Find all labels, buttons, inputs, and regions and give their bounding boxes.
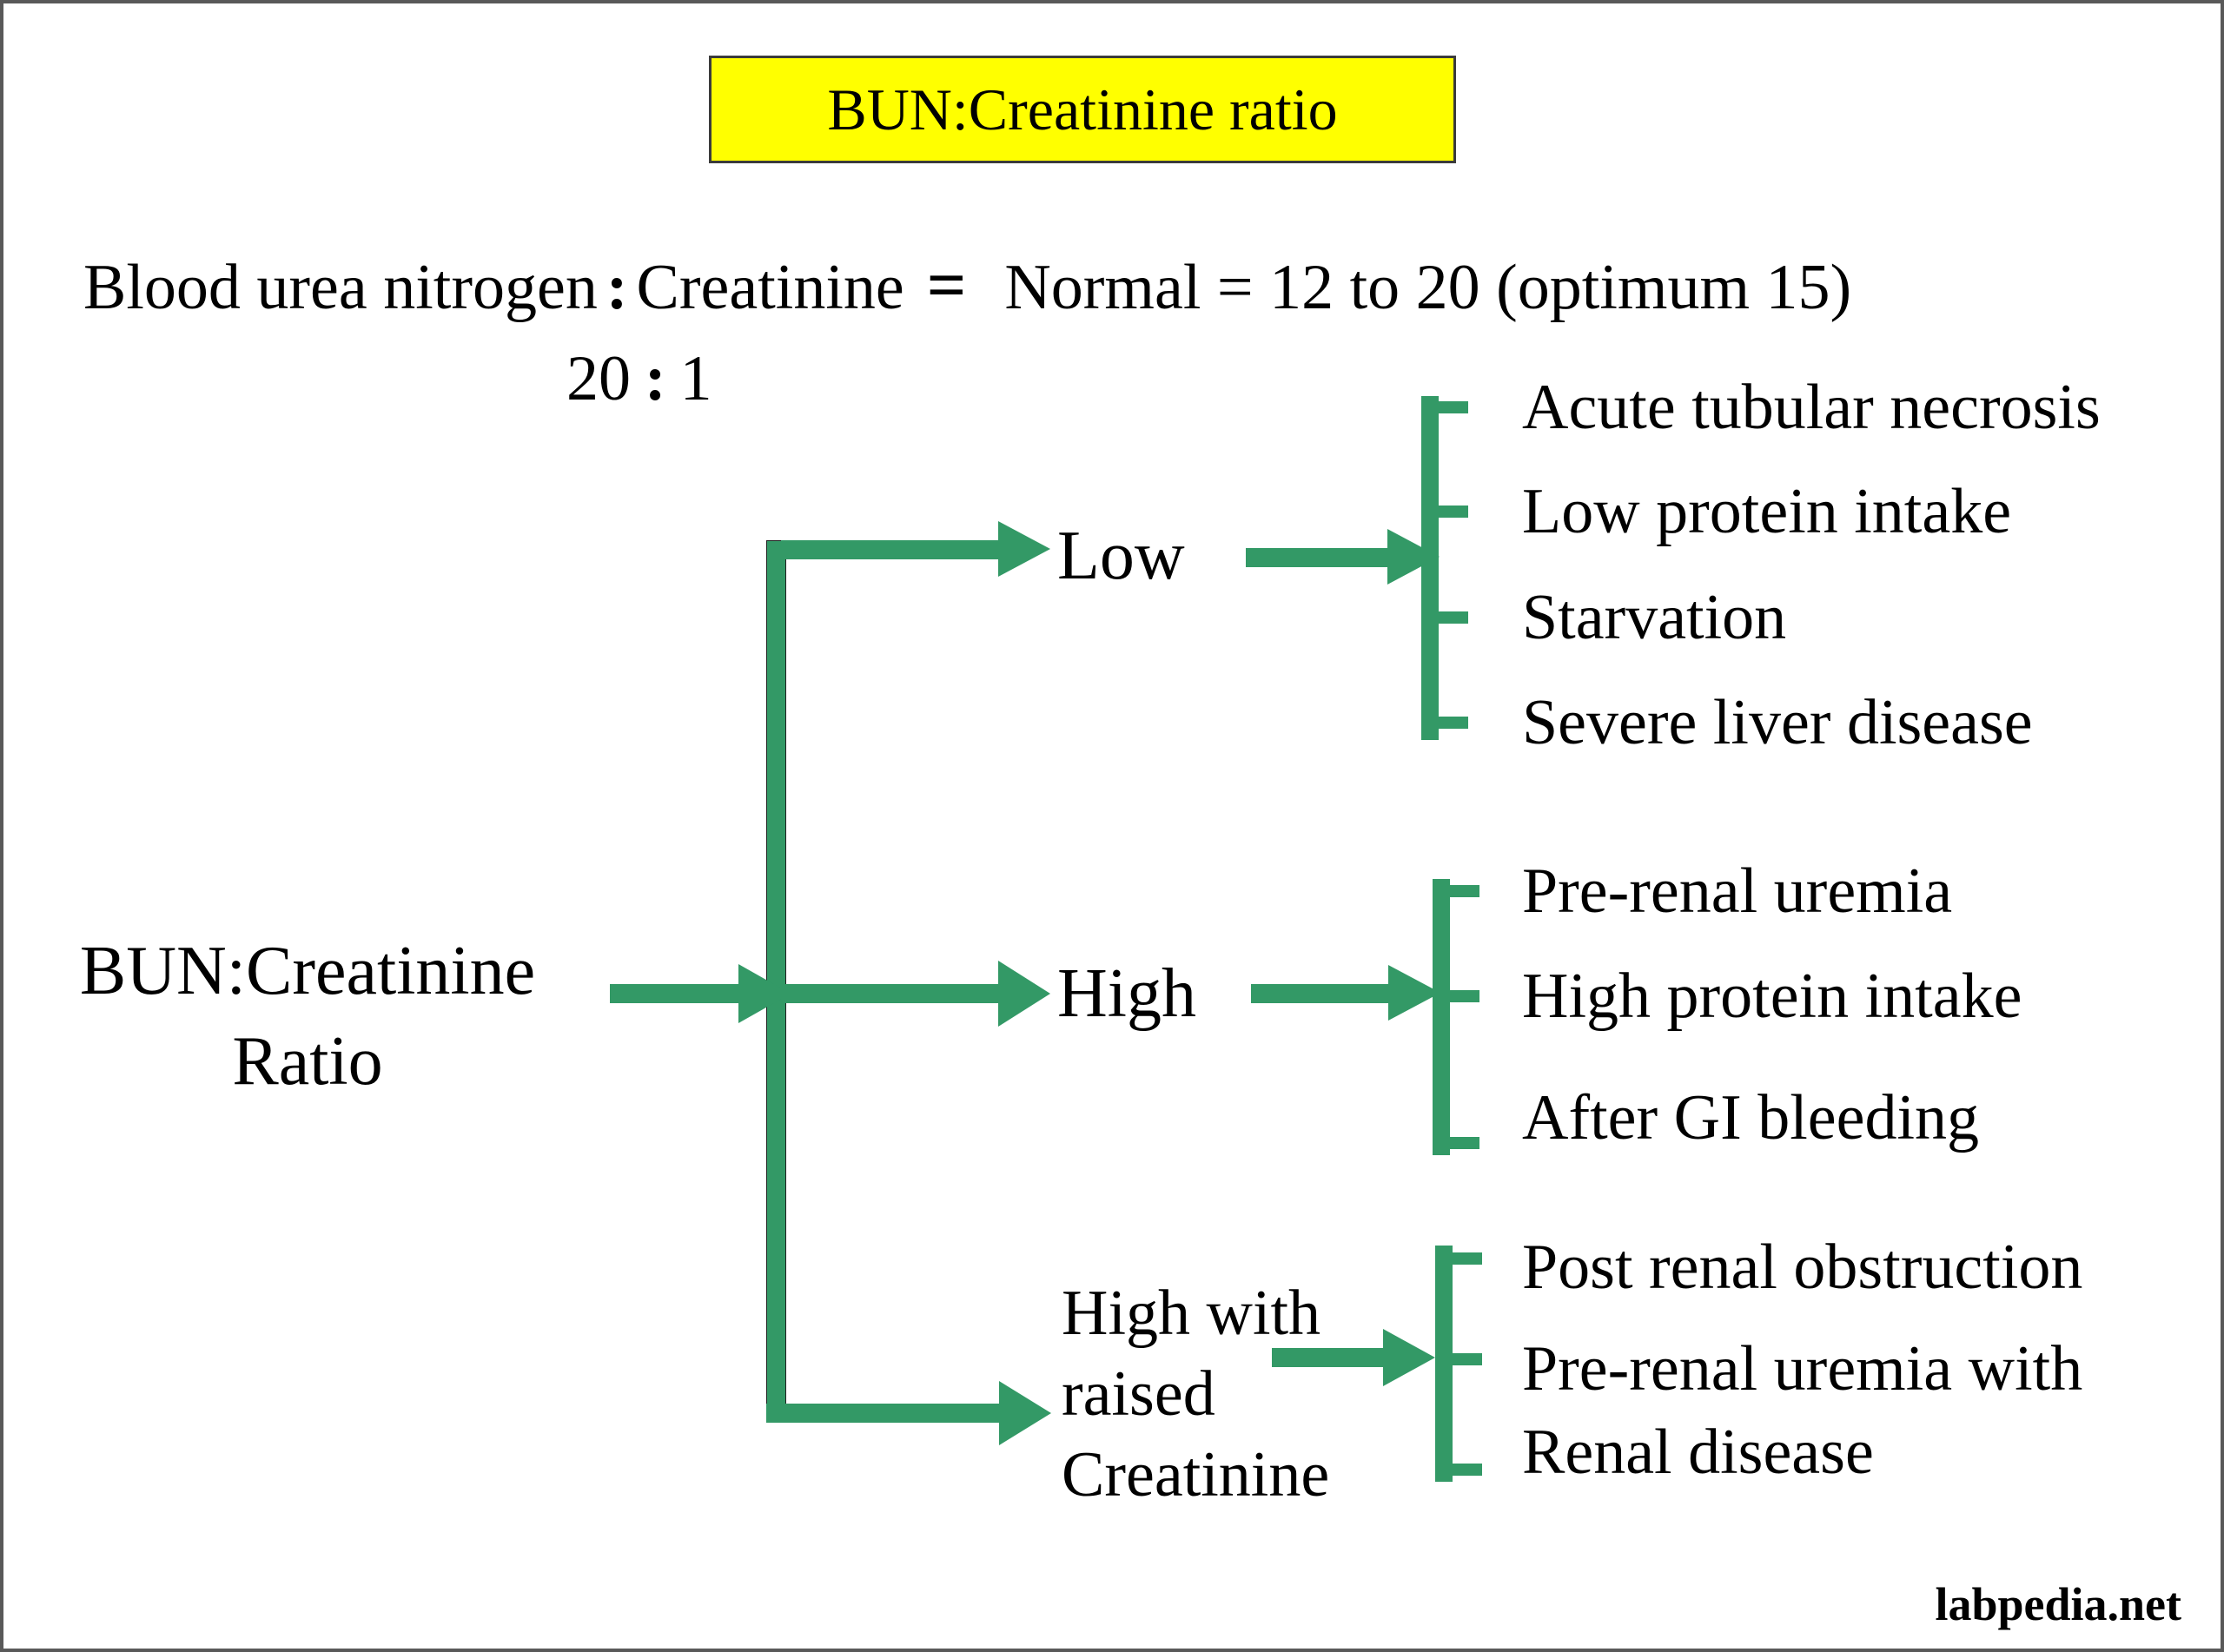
root-label: BUN:Creatinine Ratio	[38, 926, 577, 1107]
bracket-high-tick3	[1450, 1137, 1479, 1149]
formula-colon: :	[606, 252, 628, 323]
bracket-third-tick2	[1453, 1353, 1482, 1365]
bracket-low-tick4	[1439, 717, 1468, 729]
branch-label-high-raised-line1: High with	[1062, 1278, 1321, 1349]
list-item: Pre-renal uremia with Renal disease	[1522, 1333, 2083, 1488]
bracket-low-bar	[1421, 396, 1439, 740]
arrow-third-shaft	[766, 1404, 1001, 1423]
ratio-colon: :	[645, 343, 666, 414]
arrow-low-bracket-shaft	[1246, 548, 1389, 567]
root-label-line1: BUN:Creatinine	[79, 933, 536, 1009]
watermark-labpedia: labpedia.net	[1935, 1578, 2181, 1630]
bracket-low-tick1	[1439, 401, 1468, 413]
list-item: Pre-renal uremia	[1522, 856, 1953, 927]
arrow-third-bracket-head-icon	[1383, 1329, 1435, 1386]
bracket-high-bar	[1433, 879, 1450, 1155]
list-item: Acute tubular necrosis	[1522, 372, 2101, 443]
arrow-low-head-icon	[998, 521, 1050, 577]
ratio-numerator: 20	[566, 343, 631, 414]
bracket-third-tick3	[1453, 1464, 1482, 1476]
bracket-high-tick2	[1450, 990, 1479, 1002]
arrow-high-bracket-head-icon	[1388, 965, 1440, 1021]
ratio-denominator: 1	[679, 343, 712, 414]
list-item: Low protein intake	[1522, 476, 2012, 547]
bracket-low-tick2	[1439, 506, 1468, 518]
branch-label-high: High	[1057, 955, 1196, 1032]
branch-label-high-raised: High with raised Creatinine	[1062, 1273, 1409, 1516]
root-label-line2: Ratio	[232, 1023, 383, 1100]
title-box: BUN:Creatinine ratio	[709, 56, 1456, 163]
arrow-high-bracket-shaft	[1251, 984, 1390, 1003]
ratio-20-1: 20:1	[566, 342, 712, 416]
arrow-low-shaft	[781, 540, 1000, 559]
arrow-high-shaft	[781, 984, 1000, 1003]
list-item: Severe liver disease	[1522, 687, 2033, 758]
bracket-high-tick1	[1450, 885, 1479, 897]
bracket-third-bar	[1435, 1246, 1453, 1482]
bracket-low-tick3	[1439, 611, 1468, 624]
bracket-third-tick1	[1453, 1252, 1482, 1265]
arrow-third-bracket-shaft	[1272, 1348, 1385, 1367]
list-item: High protein intake	[1522, 961, 2022, 1032]
arrow-root-shaft	[610, 984, 740, 1003]
formula-equals: =	[926, 248, 967, 324]
list-item: Starvation	[1522, 582, 1787, 653]
formula-left: Blood urea nitrogen	[83, 252, 598, 323]
formula-normal-range: Normal = 12 to 20 (optimum 15)	[1004, 252, 1852, 323]
arrow-third-head-icon	[999, 1381, 1051, 1445]
branch-label-low: Low	[1057, 518, 1185, 594]
list-item: Post renal obstruction	[1522, 1232, 2083, 1303]
formula-line: Blood urea nitrogen:Creatinine = Normal = …	[83, 247, 1851, 326]
arrow-high-head-icon	[998, 961, 1050, 1027]
list-item: After GI bleeding	[1522, 1082, 1980, 1153]
formula-right: Creatinine	[636, 252, 904, 323]
page-title: BUN:Creatinine ratio	[827, 76, 1338, 142]
branch-label-high-raised-line2: raised	[1062, 1358, 1215, 1430]
branch-label-high-raised-line3: Creatinine	[1062, 1439, 1330, 1510]
